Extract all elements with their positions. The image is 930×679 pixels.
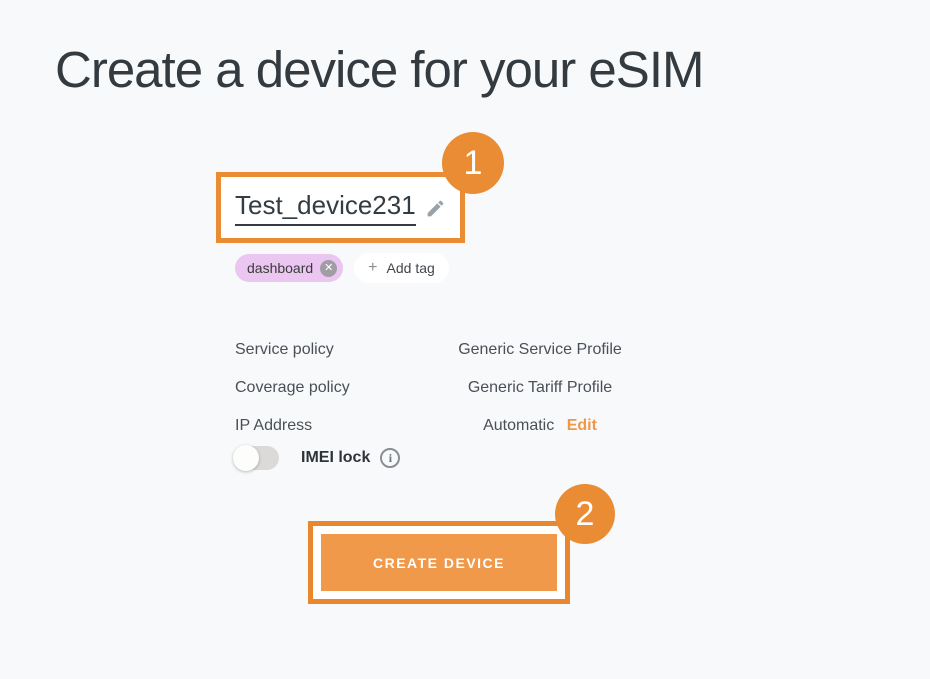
ip-address-value: Automatic Edit: [420, 417, 660, 435]
imei-lock-row: IMEI lock i: [233, 445, 401, 471]
create-device-button[interactable]: CREATE DEVICE: [321, 534, 557, 591]
ip-address-row: IP Address Automatic Edit: [235, 407, 660, 445]
add-tag-button[interactable]: + Add tag: [354, 253, 449, 283]
page-title: Create a device for your eSIM: [55, 41, 704, 98]
imei-lock-toggle[interactable]: [233, 445, 279, 471]
device-name-annotation-box: Test_device231: [216, 172, 465, 243]
coverage-policy-label: Coverage policy: [235, 379, 350, 396]
device-details: Service policy Generic Service Profile C…: [235, 331, 660, 445]
edit-ip-link[interactable]: Edit: [566, 417, 597, 434]
edit-pencil-icon[interactable]: [425, 198, 446, 219]
device-name-field: Test_device231: [221, 177, 460, 238]
device-name-input[interactable]: Test_device231: [235, 190, 416, 226]
toggle-knob: [233, 445, 259, 471]
imei-lock-label: IMEI lock: [301, 449, 371, 466]
service-policy-row: Service policy Generic Service Profile: [235, 331, 660, 369]
tag-label: dashboard: [247, 260, 314, 276]
info-icon[interactable]: i: [380, 448, 401, 468]
step-1-badge: 1: [442, 132, 504, 194]
step-2-badge: 2: [555, 484, 615, 544]
add-tag-label: Add tag: [386, 260, 435, 276]
ip-address-label: IP Address: [235, 417, 313, 434]
coverage-policy-value: Generic Tariff Profile: [467, 379, 613, 396]
tag-dashboard: dashboard ✕: [235, 254, 344, 282]
tags-row: dashboard ✕ + Add tag: [235, 253, 449, 283]
coverage-policy-row: Coverage policy Generic Tariff Profile: [235, 369, 660, 407]
service-policy-value: Generic Service Profile: [458, 341, 622, 358]
remove-tag-icon[interactable]: ✕: [320, 259, 338, 277]
service-policy-label: Service policy: [235, 341, 334, 358]
create-button-annotation-box: CREATE DEVICE: [308, 521, 570, 604]
plus-icon: +: [368, 259, 378, 276]
ip-address-mode: Automatic: [483, 417, 555, 434]
